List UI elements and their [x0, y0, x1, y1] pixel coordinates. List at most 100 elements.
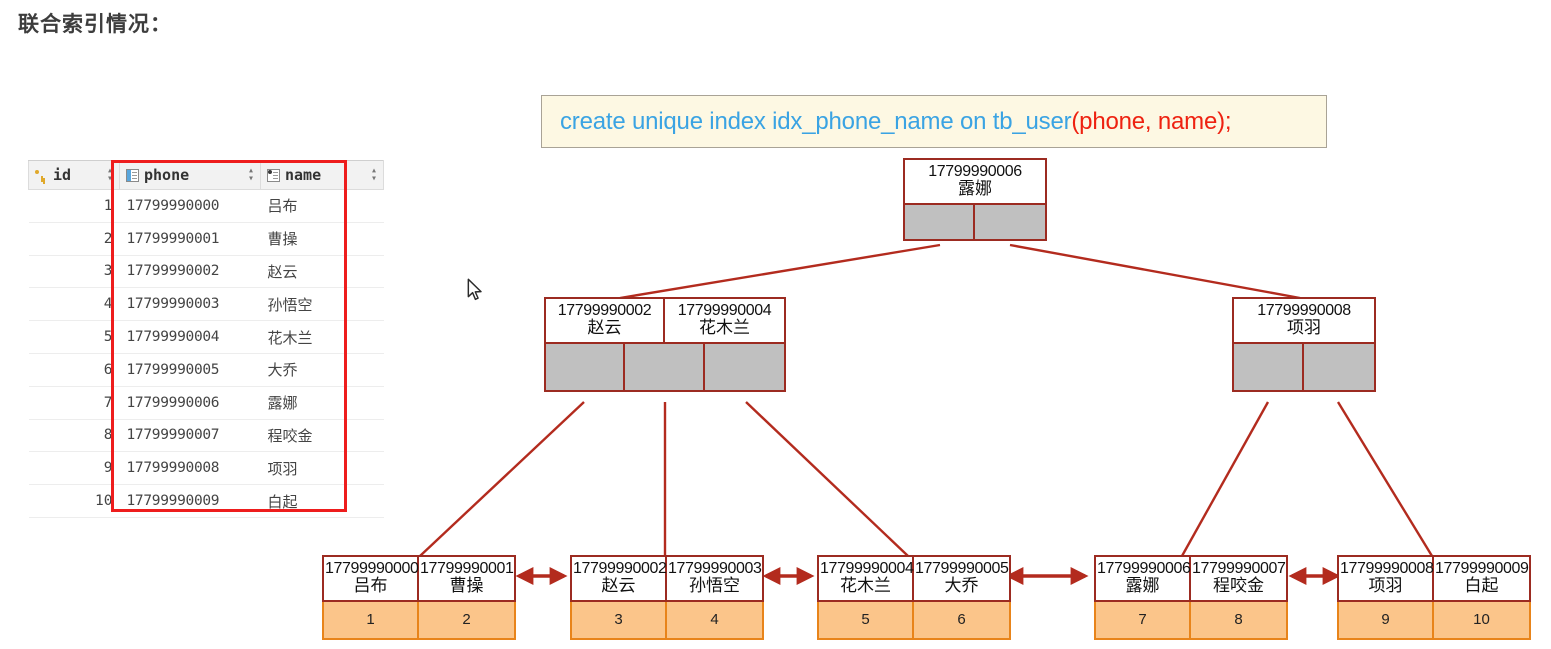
key-name: 曹操: [449, 576, 484, 596]
primary-key-icon: [35, 169, 48, 182]
cell-id[interactable]: 7: [28, 385, 120, 420]
edge-root-to-internal-left: [619, 243, 941, 300]
mouse-cursor-icon: [467, 278, 482, 301]
leaf-row-id-cell: 5: [819, 601, 914, 638]
internal-right-key-row: 17799990008 项羽: [1232, 297, 1376, 344]
pointer-cell: [1304, 343, 1374, 390]
cell-phone[interactable]: 17799990006: [119, 385, 261, 420]
key-name: 花木兰: [699, 318, 750, 338]
cell-id[interactable]: 10: [28, 484, 120, 518]
cell-phone[interactable]: 17799990004: [119, 320, 261, 354]
key-name: 露娜: [1125, 576, 1160, 596]
leaf-row-id-cell: 6: [914, 601, 1009, 638]
cell-id[interactable]: 1: [28, 189, 120, 223]
cell-id[interactable]: 2: [28, 221, 120, 256]
key-phone: 17799990000: [325, 560, 419, 577]
key-name: 大乔: [944, 576, 979, 596]
btree-root-node: 17799990006 露娜: [903, 158, 1047, 241]
table-header-row: id ▴▾ phone ▴▾ name ▴▾: [28, 160, 384, 190]
cell-id[interactable]: 6: [28, 352, 120, 387]
column-grid-icon: [126, 168, 139, 182]
cell-phone[interactable]: 17799990003: [119, 287, 261, 322]
root-key-cell: 17799990006 露娜: [905, 160, 1045, 203]
cell-name[interactable]: 露娜: [260, 385, 384, 420]
edge-root-to-internal-right: [1009, 243, 1301, 300]
internal-key-cell: 17799990004 花木兰: [665, 299, 784, 342]
leaf-row-id-cell: 2: [419, 601, 514, 638]
leaf-row-id-cell: 8: [1191, 601, 1286, 638]
edge-internal-left-p3: [745, 401, 909, 557]
key-phone: 17799990001: [420, 560, 514, 577]
cell-name[interactable]: 孙悟空: [260, 287, 384, 322]
cell-phone[interactable]: 17799990007: [119, 418, 261, 453]
cell-id[interactable]: 3: [28, 254, 120, 289]
cell-id[interactable]: 5: [28, 320, 120, 354]
sort-toggle-id[interactable]: ▴▾: [106, 165, 113, 184]
key-name: 孙悟空: [689, 576, 740, 596]
sql-statement-prefix: create unique index idx_phone_name on tb…: [560, 107, 1072, 135]
column-header-label: id: [53, 166, 72, 184]
key-name: 露娜: [958, 179, 992, 199]
cell-name[interactable]: 花木兰: [260, 320, 384, 354]
leaf-row-id-cell: 1: [324, 601, 419, 638]
column-header-id[interactable]: id ▴▾: [28, 160, 120, 190]
leaf-row-id-cell: 3: [572, 601, 667, 638]
cell-phone[interactable]: 17799990008: [119, 451, 261, 486]
key-phone: 17799990005: [915, 560, 1009, 577]
cell-id[interactable]: 4: [28, 287, 120, 322]
cell-name[interactable]: 大乔: [260, 352, 384, 387]
cell-name[interactable]: 赵云: [260, 254, 384, 289]
cell-name[interactable]: 曹操: [260, 221, 384, 256]
cell-phone[interactable]: 17799990001: [119, 221, 261, 256]
sort-toggle-name[interactable]: ▴▾: [370, 165, 377, 184]
internal-left-pointer-row: [544, 343, 786, 392]
cell-name[interactable]: 吕布: [260, 189, 384, 223]
column-header-phone[interactable]: phone ▴▾: [119, 160, 261, 190]
key-name: 项羽: [1368, 576, 1403, 596]
cell-id[interactable]: 8: [28, 418, 120, 453]
pointer-cell: [546, 343, 626, 390]
key-phone: 17799990002: [557, 302, 652, 319]
root-pointer-row: [903, 204, 1047, 241]
cell-phone[interactable]: 17799990002: [119, 254, 261, 289]
cell-name[interactable]: 程咬金: [260, 418, 384, 453]
sort-toggle-phone[interactable]: ▴▾: [247, 165, 254, 184]
key-name: 白起: [1464, 576, 1499, 596]
leaf-row-id-cell: 4: [667, 601, 762, 638]
cell-phone[interactable]: 17799990005: [119, 352, 261, 387]
column-header-name[interactable]: name ▴▾: [260, 160, 384, 190]
cell-id[interactable]: 9: [28, 451, 120, 486]
cell-phone[interactable]: 17799990000: [119, 189, 261, 223]
edge-internal-right-p1: [1180, 401, 1270, 557]
edge-internal-right-p2: [1336, 401, 1434, 557]
cell-phone[interactable]: 17799990009: [119, 484, 261, 518]
edge-internal-left-p1: [419, 401, 585, 557]
pointer-cell: [625, 343, 705, 390]
cell-name[interactable]: 项羽: [260, 451, 384, 486]
cell-name[interactable]: 白起: [260, 484, 384, 518]
btree-internal-node-left: 17799990002 赵云 17799990004 花木兰: [544, 297, 786, 392]
